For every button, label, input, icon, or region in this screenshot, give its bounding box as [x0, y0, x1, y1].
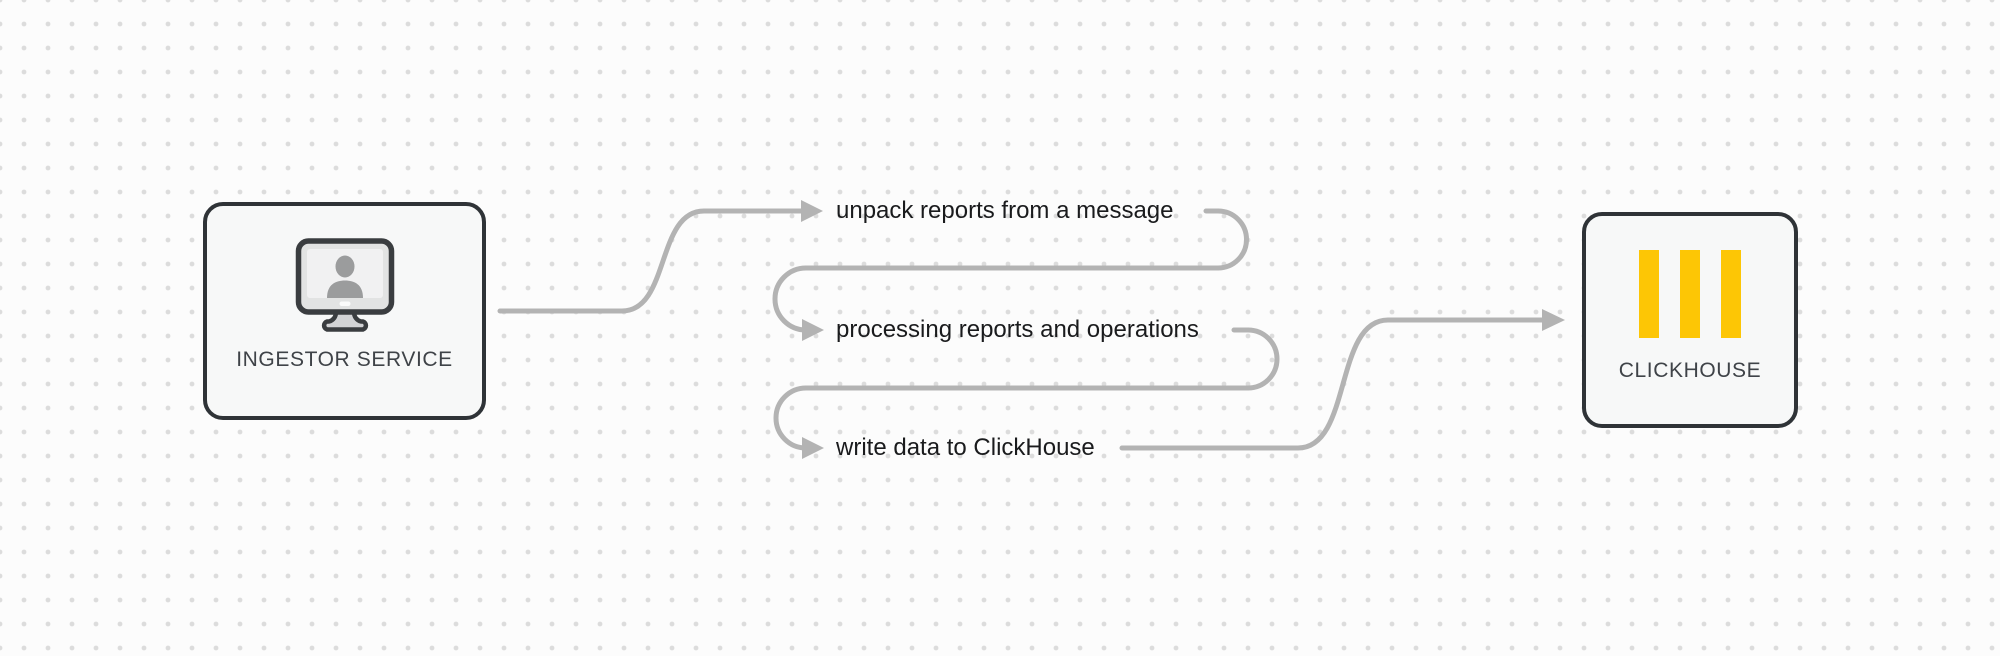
connector-ingestor-to-step1 — [497, 208, 804, 314]
connector-step2-to-step3 — [773, 327, 1280, 451]
arrowhead-step1 — [801, 200, 823, 222]
monitor-button — [339, 301, 350, 306]
monitor-stand — [321, 309, 368, 332]
user-silhouette-icon — [326, 255, 363, 298]
clickhouse-bar — [1639, 250, 1659, 338]
clickhouse-bars-icon — [1639, 250, 1741, 338]
node-label: INGESTOR SERVICE — [236, 348, 453, 371]
connector-step1-to-step2 — [772, 208, 1249, 333]
flow-step-label-unpack[interactable]: unpack reports from a message — [836, 197, 1174, 224]
clickhouse-bar — [1721, 250, 1741, 338]
flow-step-label-processing[interactable]: processing reports and operations — [836, 316, 1199, 343]
node-label: CLICKHOUSE — [1618, 359, 1762, 382]
node-ingestor-service[interactable]: INGESTOR SERVICE — [203, 202, 486, 420]
monitor-user-icon — [295, 238, 394, 332]
clickhouse-bar — [1680, 250, 1700, 338]
arrowhead-clickhouse — [1542, 309, 1565, 331]
node-clickhouse[interactable]: CLICKHOUSE — [1582, 212, 1798, 428]
arrowhead-step3 — [802, 437, 824, 459]
arrowhead-step2 — [802, 319, 824, 341]
flow-step-label-write[interactable]: write data to ClickHouse — [836, 434, 1095, 461]
